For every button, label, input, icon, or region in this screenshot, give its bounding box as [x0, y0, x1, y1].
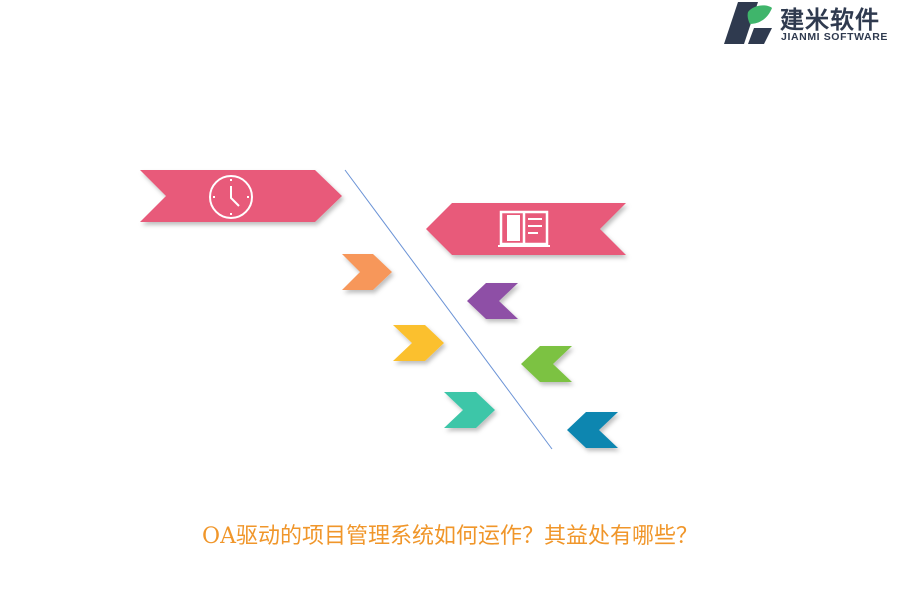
chevron-right-teal: [444, 392, 495, 428]
chevron-left-purple: [467, 283, 518, 319]
banner-left: [140, 170, 342, 222]
banner-right: [426, 203, 626, 255]
brand-name: 建米软件: [780, 6, 880, 34]
chevron-right-yellow: [393, 325, 444, 361]
brand-subtitle: JIANMI SOFTWARE: [781, 31, 889, 43]
clock-icon: [209, 175, 253, 219]
brand-mark-icon: [724, 2, 772, 44]
brand-logo: 建米软件 JIANMI SOFTWARE: [724, 0, 900, 48]
chevron-left-green: [521, 346, 572, 382]
book-icon: [498, 210, 550, 247]
diagonal-divider: [344, 169, 553, 450]
page-caption: OA驱动的项目管理系统如何运作？其益处有哪些？: [202, 524, 698, 549]
chevron-right-orange: [342, 254, 392, 290]
chevron-left-blue: [567, 412, 618, 448]
